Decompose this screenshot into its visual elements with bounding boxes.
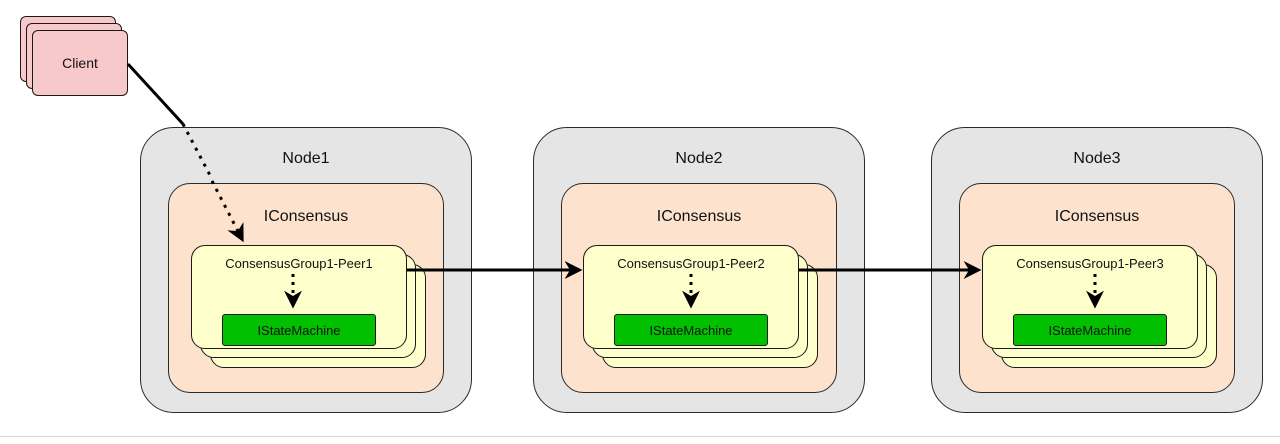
peer1-card-front: ConsensusGroup1-Peer1 IStateMachine <box>191 245 407 349</box>
client-label: Client <box>62 55 98 71</box>
node1-istatemachine-label: IStateMachine <box>257 322 341 338</box>
peer2-label: ConsensusGroup1-Peer2 <box>617 256 765 271</box>
node2-title: Node2 <box>675 150 723 167</box>
peer2-card-front: ConsensusGroup1-Peer2 IStateMachine <box>583 245 799 349</box>
node2-iconsensus-label: IConsensus <box>656 208 742 225</box>
bottom-divider <box>0 436 1280 437</box>
peer3-card-front: ConsensusGroup1-Peer3 IStateMachine <box>982 245 1198 349</box>
node3-istatemachine-box: IStateMachine <box>1013 314 1167 346</box>
node3-iconsensus-label: IConsensus <box>1054 208 1140 225</box>
node1-istatemachine-box: IStateMachine <box>222 314 376 346</box>
node3-title: Node3 <box>1073 150 1121 167</box>
node1-iconsensus-label: IConsensus <box>263 208 349 225</box>
node2-istatemachine-label: IStateMachine <box>649 322 733 338</box>
node3-istatemachine-label: IStateMachine <box>1048 322 1132 338</box>
peer1-label: ConsensusGroup1-Peer1 <box>225 256 373 271</box>
node2-istatemachine-box: IStateMachine <box>614 314 768 346</box>
client-to-node1-arrow <box>126 62 185 126</box>
client-card-front: Client <box>32 30 128 96</box>
peer3-label: ConsensusGroup1-Peer3 <box>1016 256 1164 271</box>
node1-title: Node1 <box>282 150 330 167</box>
